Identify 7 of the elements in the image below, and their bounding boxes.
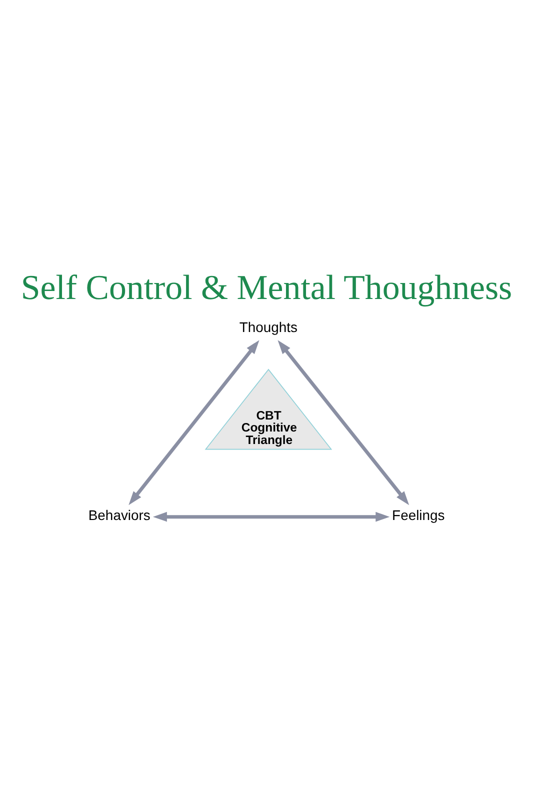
arrow bbox=[152, 512, 390, 522]
node-text: Feelings bbox=[392, 507, 445, 524]
node-text: Thoughts bbox=[239, 318, 298, 335]
diagram-title: Self Control & Mental Thoughness bbox=[20, 268, 512, 307]
arrow bbox=[128, 340, 260, 506]
node-text: Behaviors bbox=[88, 507, 150, 524]
arrow bbox=[278, 340, 410, 506]
